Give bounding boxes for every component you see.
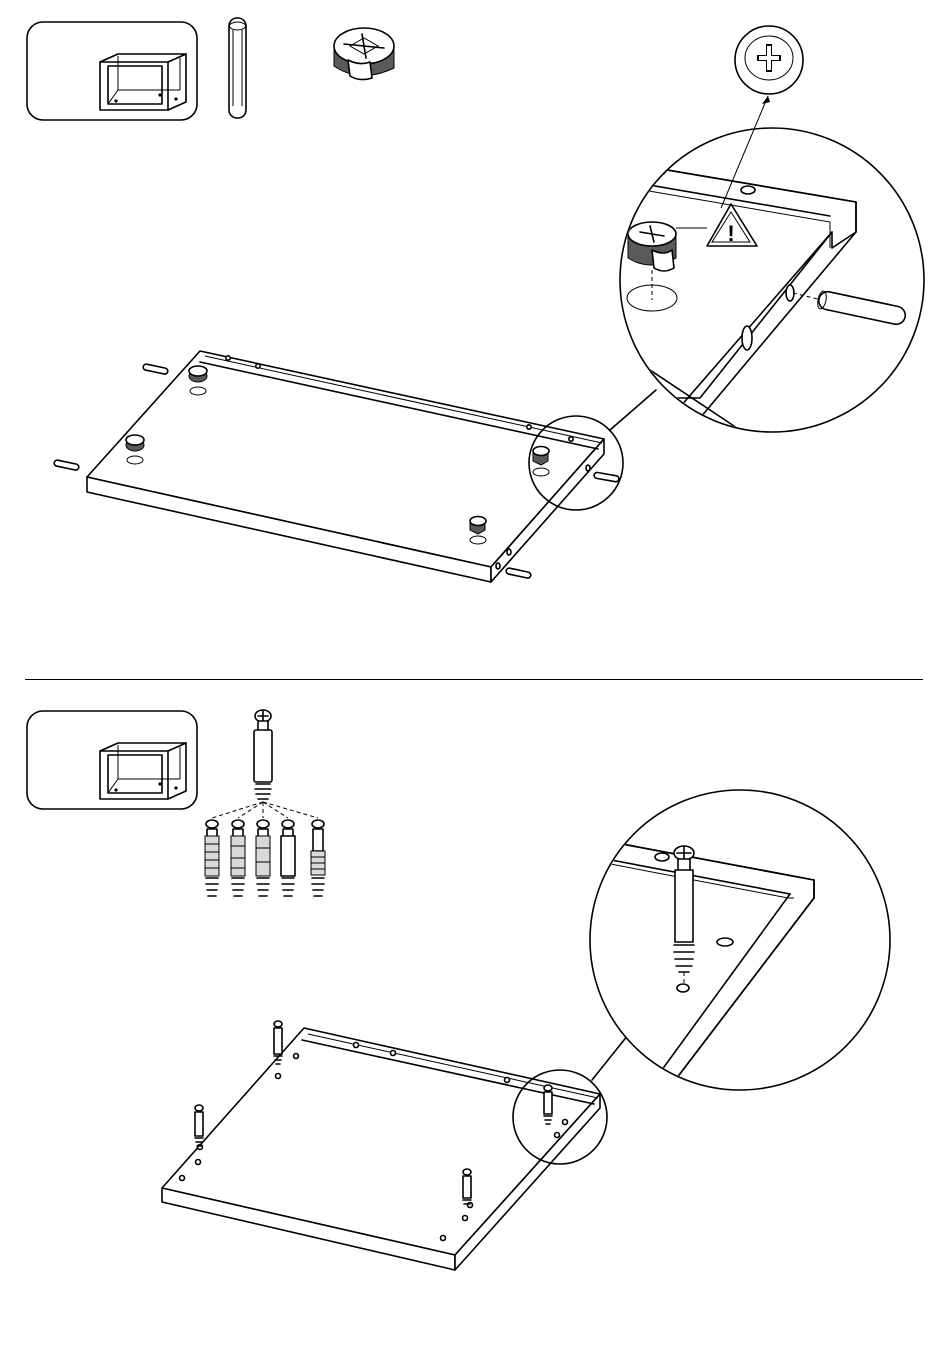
cam-lock-nut-icon	[334, 28, 394, 80]
cross-slot-detail	[735, 26, 803, 94]
dowel-placed	[143, 364, 169, 375]
warning-symbol: !	[727, 221, 734, 246]
dowel-placed	[54, 460, 80, 471]
step-divider	[25, 679, 923, 680]
bottom-panel	[162, 1028, 600, 1270]
assembly-step-1: !	[0, 0, 950, 670]
wooden-dowel-icon	[229, 18, 246, 118]
cam-bolt-variant	[231, 820, 245, 896]
step-2-diagram	[0, 690, 950, 1360]
dowel-placed	[594, 472, 620, 482]
dowel-placed	[506, 568, 532, 579]
cam-bolt-variant	[281, 820, 295, 896]
cam-bolt-variant	[205, 820, 219, 896]
cam-bolt-placed	[463, 1169, 471, 1204]
zoom-connector-line	[610, 390, 656, 430]
cabinet-thumbnail	[27, 711, 197, 809]
corner-zoom-detail: !	[620, 96, 924, 432]
cam-bolt-icon	[254, 710, 272, 799]
cam-bolt-variant	[311, 820, 325, 896]
cabinet-thumbnail	[27, 22, 197, 120]
bottom-panel	[87, 351, 604, 582]
cam-bolt-placed	[195, 1105, 203, 1146]
variant-arrows	[212, 802, 318, 818]
cam-bolt-variant	[256, 820, 270, 896]
step-1-diagram: !	[0, 0, 950, 670]
assembly-step-2	[0, 690, 950, 1360]
corner-zoom-detail	[590, 790, 890, 1100]
